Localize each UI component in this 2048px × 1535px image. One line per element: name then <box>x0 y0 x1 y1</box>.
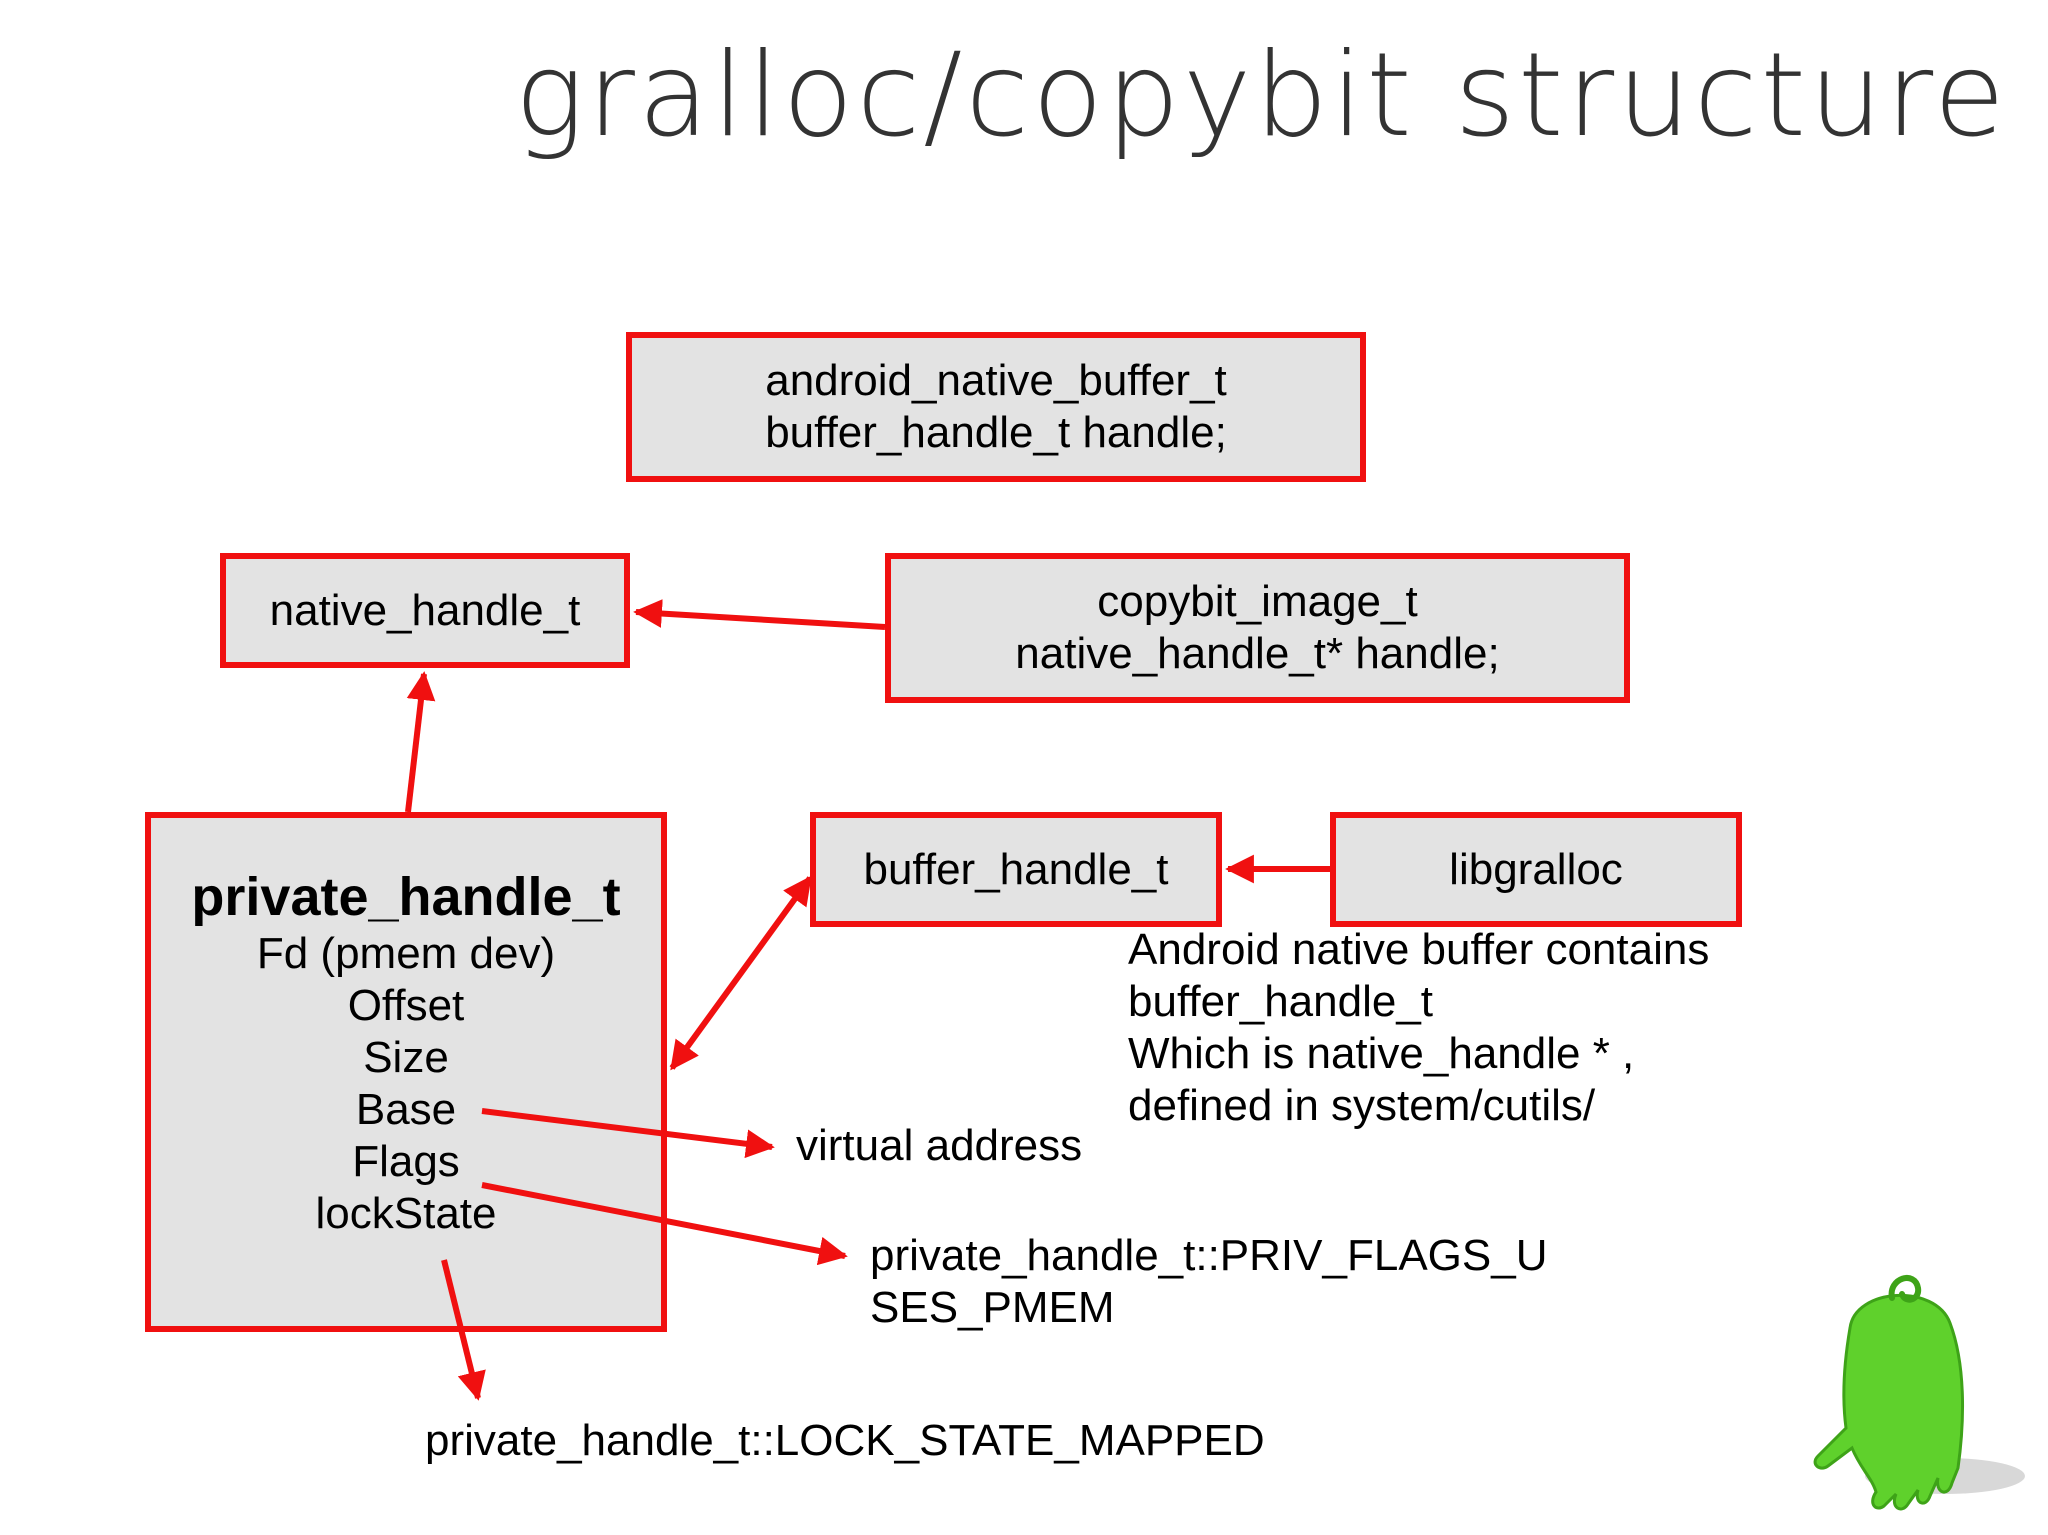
note-line-3: Which is native_handle * , <box>1128 1029 1635 1078</box>
buffer-handle-note: Android native buffer contains buffer_ha… <box>1128 924 1709 1132</box>
native-handle-box: native_handle_t <box>220 553 630 668</box>
arrow-private-buffer-handle-bidirectional <box>669 875 813 1071</box>
arrow-private-to-native-handle <box>405 671 436 813</box>
android-native-buffer-line-2: buffer_handle_t handle; <box>765 408 1227 457</box>
page-title: gralloc/copybit structure <box>514 28 2008 163</box>
arrow-flags-to-priv-flags <box>481 1182 848 1266</box>
arrow-lockstate-to-lock-state <box>441 1259 486 1401</box>
mascot-antenna <box>1888 1275 1922 1303</box>
android-native-buffer-line-1: android_native_buffer_t <box>765 356 1227 405</box>
buffer-handle-box: buffer_handle_t <box>810 812 1222 927</box>
native-handle-label: native_handle_t <box>269 585 581 635</box>
private-handle-field-offset: Offset <box>347 981 465 1030</box>
note-line-2: buffer_handle_t <box>1128 977 1434 1026</box>
copybit-image-line-1: copybit_image_t <box>1097 577 1418 626</box>
private-handle-field-base: Base <box>355 1085 457 1134</box>
priv-flags-line-1: private_handle_t::PRIV_FLAGS_U <box>870 1231 1548 1280</box>
private-handle-field-size: Size <box>363 1033 449 1082</box>
private-handle-box: private_handle_t Fd (pmem dev) Offset Si… <box>145 812 667 1332</box>
priv-flags-label: private_handle_t::PRIV_FLAGS_U SES_PMEM <box>870 1230 1548 1334</box>
copybit-image-line-2: native_handle_t* handle; <box>1015 629 1500 678</box>
arrow-copybit-to-native-handle <box>633 599 886 630</box>
arrow-base-to-virtual-address <box>481 1108 775 1159</box>
virtual-address-label: virtual address <box>796 1121 1083 1170</box>
priv-flags-line-2: SES_PMEM <box>870 1283 1115 1332</box>
note-line-4: defined in system/cutils/ <box>1128 1081 1596 1130</box>
mascot-body <box>1813 1293 1965 1511</box>
android-native-buffer-box: android_native_buffer_t buffer_handle_t … <box>626 332 1366 482</box>
android-mascot-icon <box>1813 1275 2025 1511</box>
private-handle-heading: private_handle_t <box>191 867 621 927</box>
libgralloc-box: libgralloc <box>1330 812 1742 927</box>
private-handle-field-flags: Flags <box>352 1137 460 1186</box>
private-handle-field-lockstate: lockState <box>315 1189 497 1238</box>
note-line-1: Android native buffer contains <box>1128 925 1710 974</box>
lock-state-label: private_handle_t::LOCK_STATE_MAPPED <box>425 1416 1265 1465</box>
buffer-handle-label: buffer_handle_t <box>863 844 1169 894</box>
copybit-image-box: copybit_image_t native_handle_t* handle; <box>885 553 1630 703</box>
libgralloc-label: libgralloc <box>1449 844 1623 894</box>
private-handle-field-fd: Fd (pmem dev) <box>256 929 556 978</box>
